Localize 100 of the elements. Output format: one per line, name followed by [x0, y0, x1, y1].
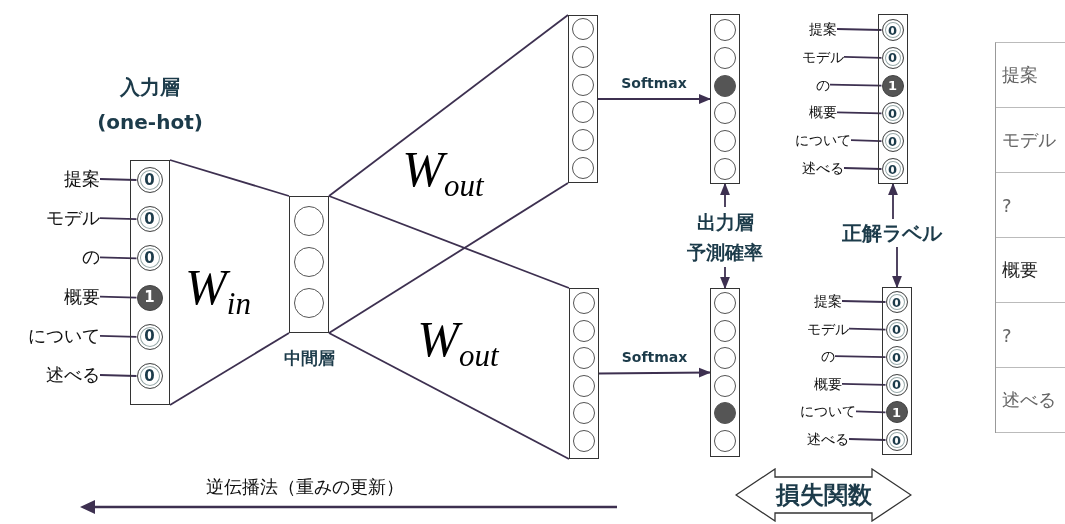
neuron-circle — [713, 102, 736, 125]
value-circle: 0 — [881, 158, 904, 180]
neuron-circle — [571, 18, 594, 40]
leader-line — [99, 295, 138, 299]
table-cell: 提案 — [996, 43, 1065, 108]
neuron-circle — [713, 374, 736, 397]
neuron-circle — [571, 73, 594, 96]
layer-caption: 正解ラベル — [832, 219, 952, 247]
arrow — [597, 93, 712, 105]
leader-line — [855, 410, 887, 414]
word-label: 述べる — [46, 363, 100, 387]
vector-box — [710, 288, 740, 457]
value-circle: 0 — [881, 102, 904, 125]
connection-line — [328, 182, 569, 334]
neuron-circle — [571, 45, 594, 68]
layer-label: (one-hot) — [97, 110, 203, 134]
value-circle: 0 — [881, 46, 904, 69]
filled-circle — [713, 402, 736, 425]
neuron-circle — [713, 319, 736, 342]
table-cell: 述べる — [996, 368, 1065, 433]
neuron-circle — [713, 430, 736, 452]
neuron-circle — [571, 157, 594, 179]
neuron-circle — [572, 430, 595, 452]
neuron-circle — [713, 130, 736, 153]
edge-label: Softmax — [619, 349, 690, 365]
leader-line — [99, 334, 138, 338]
table-cell: モデル — [996, 108, 1065, 173]
value-circle: 1 — [881, 74, 904, 97]
leader-line — [848, 438, 887, 441]
neuron-circle — [713, 19, 736, 41]
value-circle: 0 — [881, 130, 904, 153]
layer-caption: 出力層 予測確率 — [680, 207, 770, 267]
leader-line — [841, 300, 887, 303]
layer-label: 入力層 — [120, 73, 180, 101]
arrow — [598, 367, 712, 378]
connection-line — [169, 159, 290, 197]
table-cell: ? — [996, 173, 1065, 238]
neuron-circle — [293, 206, 324, 236]
neuron-circle — [293, 247, 324, 277]
leader-line — [836, 28, 883, 31]
neuron-circle — [571, 101, 594, 124]
arrow-caption: 逆伝播法（重みの更新） — [206, 475, 404, 499]
vector-box — [568, 15, 598, 183]
vector-box — [130, 160, 170, 405]
value-circle: 1 — [885, 401, 908, 424]
vector-box — [569, 288, 599, 459]
arrow — [887, 182, 899, 220]
value-circle: 1 — [136, 284, 163, 311]
table-cell: ? — [996, 303, 1065, 368]
leader-line — [841, 382, 887, 386]
leader-line — [99, 217, 138, 221]
connection-line — [328, 332, 570, 460]
weight-label: W$_{out}$ — [417, 310, 499, 374]
vector-box — [710, 14, 740, 184]
neuron-circle — [713, 292, 736, 314]
value-circle: 0 — [136, 323, 163, 350]
vector-box — [878, 14, 908, 184]
leader-line — [99, 374, 138, 377]
neuron-circle — [572, 319, 595, 342]
neuron-circle — [293, 288, 324, 318]
weight-label: W$_{in}$ — [185, 258, 251, 322]
filled-circle — [713, 74, 736, 97]
word-label: 提案 — [64, 167, 100, 191]
neuron-circle — [572, 292, 595, 314]
value-circle: 0 — [136, 167, 163, 193]
vector-box — [882, 287, 912, 455]
leader-line — [843, 55, 883, 59]
layer-label: 中間層 — [283, 346, 335, 370]
leader-line — [843, 167, 883, 170]
neuron-circle — [713, 46, 736, 69]
leader-line — [834, 355, 887, 359]
neuron-circle — [572, 402, 595, 425]
table-cell: 概要 — [996, 238, 1065, 303]
leader-line — [99, 256, 138, 260]
value-circle: 0 — [136, 206, 163, 233]
connection-line — [328, 195, 570, 289]
leader-line — [848, 327, 887, 331]
neuron-circle — [713, 158, 736, 180]
value-circle: 0 — [885, 346, 908, 369]
value-circle: 0 — [136, 363, 163, 389]
connection-line — [328, 14, 569, 197]
leader-line — [850, 139, 883, 143]
neuron-circle — [572, 374, 595, 397]
value-circle: 0 — [885, 291, 908, 313]
double-arrow-shape: 損失関数 — [735, 468, 912, 522]
arrow — [891, 246, 903, 289]
vector-box — [289, 196, 329, 333]
value-circle: 0 — [885, 318, 908, 341]
weight-label: W$_{out}$ — [402, 140, 484, 204]
leader-line — [836, 111, 883, 115]
leader-line — [99, 178, 138, 181]
value-circle: 0 — [881, 19, 904, 41]
neuron-circle — [572, 347, 595, 370]
value-circle: 0 — [136, 245, 163, 272]
arrow — [719, 182, 731, 208]
value-circle: 0 — [885, 429, 908, 451]
neuron-circle — [713, 347, 736, 370]
value-circle: 0 — [885, 373, 908, 396]
arrow — [719, 266, 731, 290]
leader-line — [829, 83, 883, 87]
